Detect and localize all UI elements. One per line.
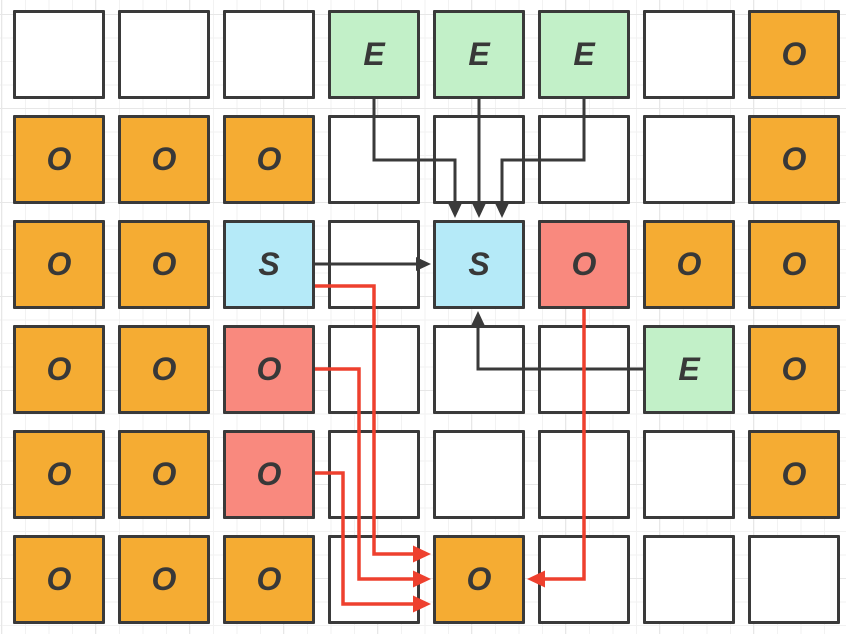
cell-label: O — [571, 245, 597, 282]
cell-label: O — [151, 455, 177, 492]
cell-r0-c7-orange: O — [748, 10, 840, 99]
cell-label: O — [781, 140, 807, 177]
cell-r0-c4-green: E — [433, 10, 525, 99]
cell-label: E — [468, 35, 490, 72]
cell-label: E — [363, 35, 385, 72]
cell-label: O — [46, 455, 72, 492]
cell-r1-c7-orange: O — [748, 115, 840, 204]
cell-label: O — [781, 455, 807, 492]
cell-label: O — [46, 350, 72, 387]
cell-r0-c6 — [643, 10, 735, 99]
cell-label: O — [151, 560, 177, 597]
cell-r5-c7 — [748, 535, 840, 624]
cell-r5-c0-orange: O — [13, 535, 105, 624]
cell-label: O — [46, 140, 72, 177]
cell-label: E — [573, 35, 595, 72]
cell-r3-c2-red: O — [223, 325, 315, 414]
cell-r4-c1-orange: O — [118, 430, 210, 519]
cell-r2-c7-orange: O — [748, 220, 840, 309]
cell-r4-c5 — [538, 430, 630, 519]
cell-r3-c6-green: E — [643, 325, 735, 414]
cell-r4-c0-orange: O — [13, 430, 105, 519]
cell-r1-c2-orange: O — [223, 115, 315, 204]
cell-label: E — [678, 350, 700, 387]
cell-label: O — [466, 560, 492, 597]
cell-label: O — [676, 245, 702, 282]
cell-r3-c5 — [538, 325, 630, 414]
cell-r2-c5-red: O — [538, 220, 630, 309]
cell-r5-c5 — [538, 535, 630, 624]
cell-r4-c2-red: O — [223, 430, 315, 519]
cell-label: O — [256, 140, 282, 177]
cell-r2-c3 — [328, 220, 420, 309]
cell-r1-c1-orange: O — [118, 115, 210, 204]
cell-r0-c0 — [13, 10, 105, 99]
cell-r1-c3 — [328, 115, 420, 204]
cell-label: O — [781, 245, 807, 282]
cell-r4-c7-orange: O — [748, 430, 840, 519]
cell-label: O — [46, 245, 72, 282]
cell-r5-c6 — [643, 535, 735, 624]
cell-label: O — [151, 245, 177, 282]
cell-r3-c7-orange: O — [748, 325, 840, 414]
cell-label: O — [256, 455, 282, 492]
cell-label: O — [46, 560, 72, 597]
cell-r3-c0-orange: O — [13, 325, 105, 414]
cell-label: O — [151, 350, 177, 387]
cell-r2-c4-blue: S — [433, 220, 525, 309]
cell-r2-c6-orange: O — [643, 220, 735, 309]
cell-label: O — [256, 350, 282, 387]
cell-r3-c3 — [328, 325, 420, 414]
cell-r0-c3-green: E — [328, 10, 420, 99]
cell-r5-c4-orange: O — [433, 535, 525, 624]
cell-label: O — [781, 35, 807, 72]
cell-label: S — [258, 245, 280, 282]
cell-r1-c6 — [643, 115, 735, 204]
cell-r0-c2 — [223, 10, 315, 99]
cell-r5-c1-orange: O — [118, 535, 210, 624]
cell-r4-c6 — [643, 430, 735, 519]
cell-r1-c4 — [433, 115, 525, 204]
cell-r5-c2-orange: O — [223, 535, 315, 624]
cell-r1-c5 — [538, 115, 630, 204]
cell-r3-c4 — [433, 325, 525, 414]
cell-r3-c1-orange: O — [118, 325, 210, 414]
cell-r5-c3 — [328, 535, 420, 624]
cell-r0-c5-green: E — [538, 10, 630, 99]
cell-r2-c2-blue: S — [223, 220, 315, 309]
cell-r2-c0-orange: O — [13, 220, 105, 309]
cell-label: O — [256, 560, 282, 597]
cell-label: O — [151, 140, 177, 177]
cell-r4-c4 — [433, 430, 525, 519]
cell-r1-c0-orange: O — [13, 115, 105, 204]
cell-label: S — [468, 245, 490, 282]
cell-r2-c1-orange: O — [118, 220, 210, 309]
cell-r0-c1 — [118, 10, 210, 99]
cell-label: O — [781, 350, 807, 387]
cell-r4-c3 — [328, 430, 420, 519]
